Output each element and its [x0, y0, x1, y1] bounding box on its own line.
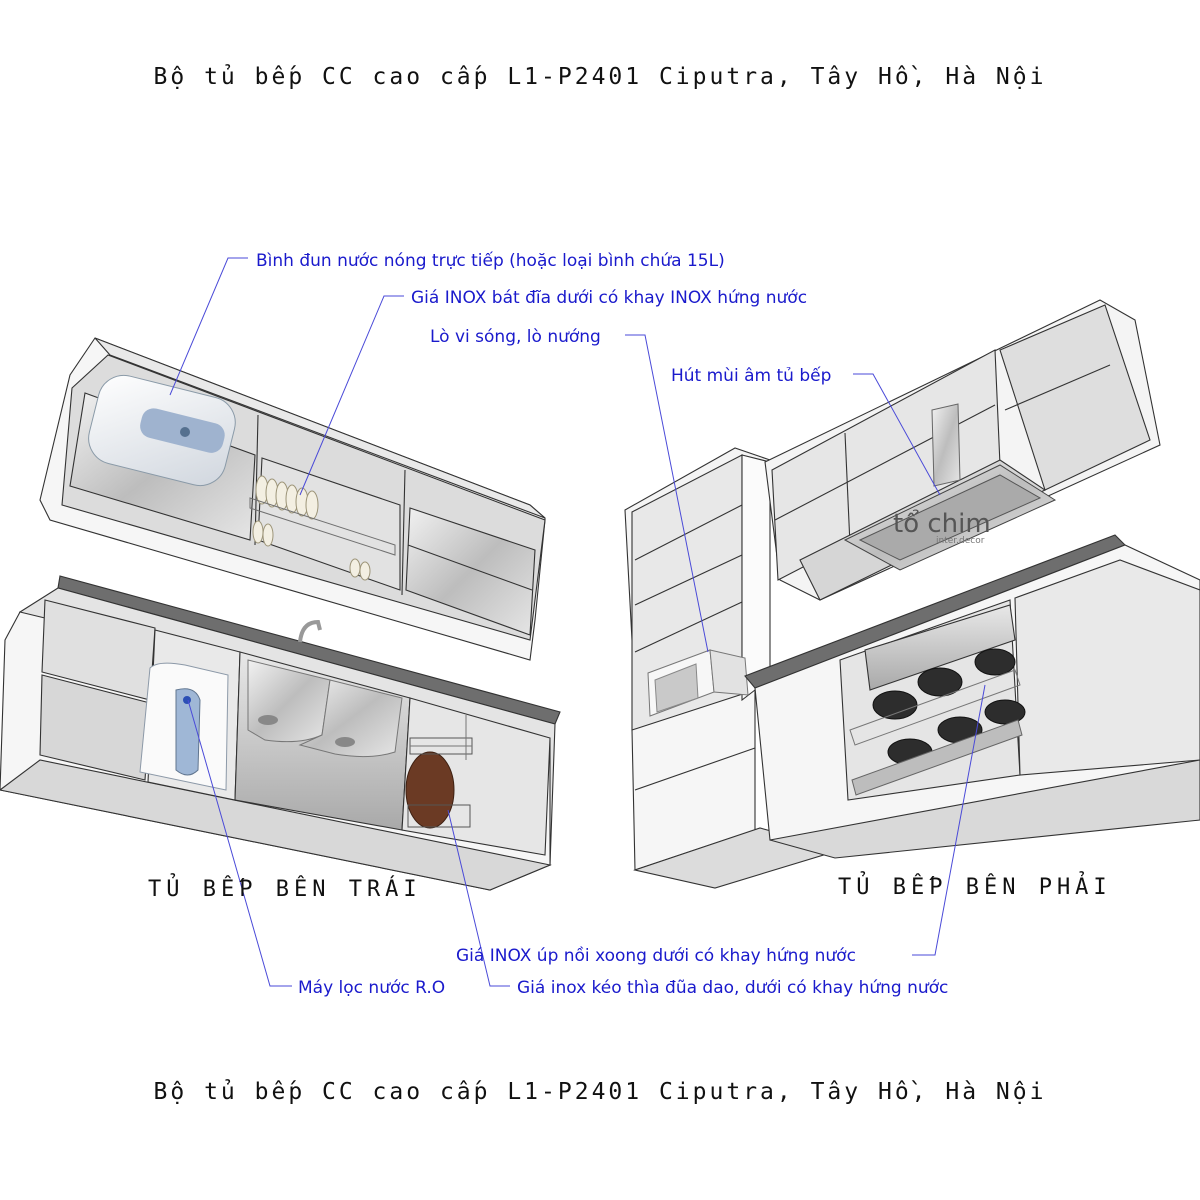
- label-dish-rack: Giá INOX bát đĩa dưới có khay INOX hứng …: [411, 288, 807, 308]
- dish-rack-icon: [249, 475, 396, 581]
- logo-sub-text: inter.decor: [936, 536, 985, 546]
- section-right-label: TỦ BẾP BÊN PHẢI: [838, 871, 1112, 900]
- label-ro-filter: Máy lọc nước R.O: [298, 978, 445, 998]
- microwave-icon: [647, 649, 749, 717]
- water-heater-icon: [88, 374, 236, 487]
- brand-logo: tổ chim inter.decor: [893, 508, 991, 546]
- range-hood-icon: [843, 403, 1057, 571]
- title-top: Bộ tủ bếp CC cao cấp L1-P2401 Ciputra, T…: [153, 64, 1047, 90]
- sink-icon: [247, 619, 403, 758]
- ro-filter-icon: [139, 662, 229, 791]
- label-water-heater: Bình đun nước nóng trực tiếp (hoặc loại …: [256, 250, 725, 271]
- pot-rack-icon: [849, 648, 1026, 796]
- label-pot-rack: Giá INOX úp nồi xoong dưới có khay hứng …: [456, 945, 856, 966]
- label-microwave: Lò vi sóng, lò nướng: [430, 327, 601, 347]
- section-left-label: TỦ BẾP BÊN TRÁI: [148, 873, 422, 902]
- leader-lines: [169, 257, 986, 987]
- right-lower-cabinet: [744, 534, 1200, 859]
- label-range-hood: Hút mùi âm tủ bếp: [671, 365, 831, 386]
- logo-main-text: tổ chim: [893, 508, 991, 539]
- title-bottom: Bộ tủ bếp CC cao cấp L1-P2401 Ciputra, T…: [153, 1079, 1047, 1105]
- label-cutlery-rack: Giá inox kéo thìa đũa dao, dưới có khay …: [517, 978, 948, 998]
- cutlery-rack-icon: [405, 715, 473, 829]
